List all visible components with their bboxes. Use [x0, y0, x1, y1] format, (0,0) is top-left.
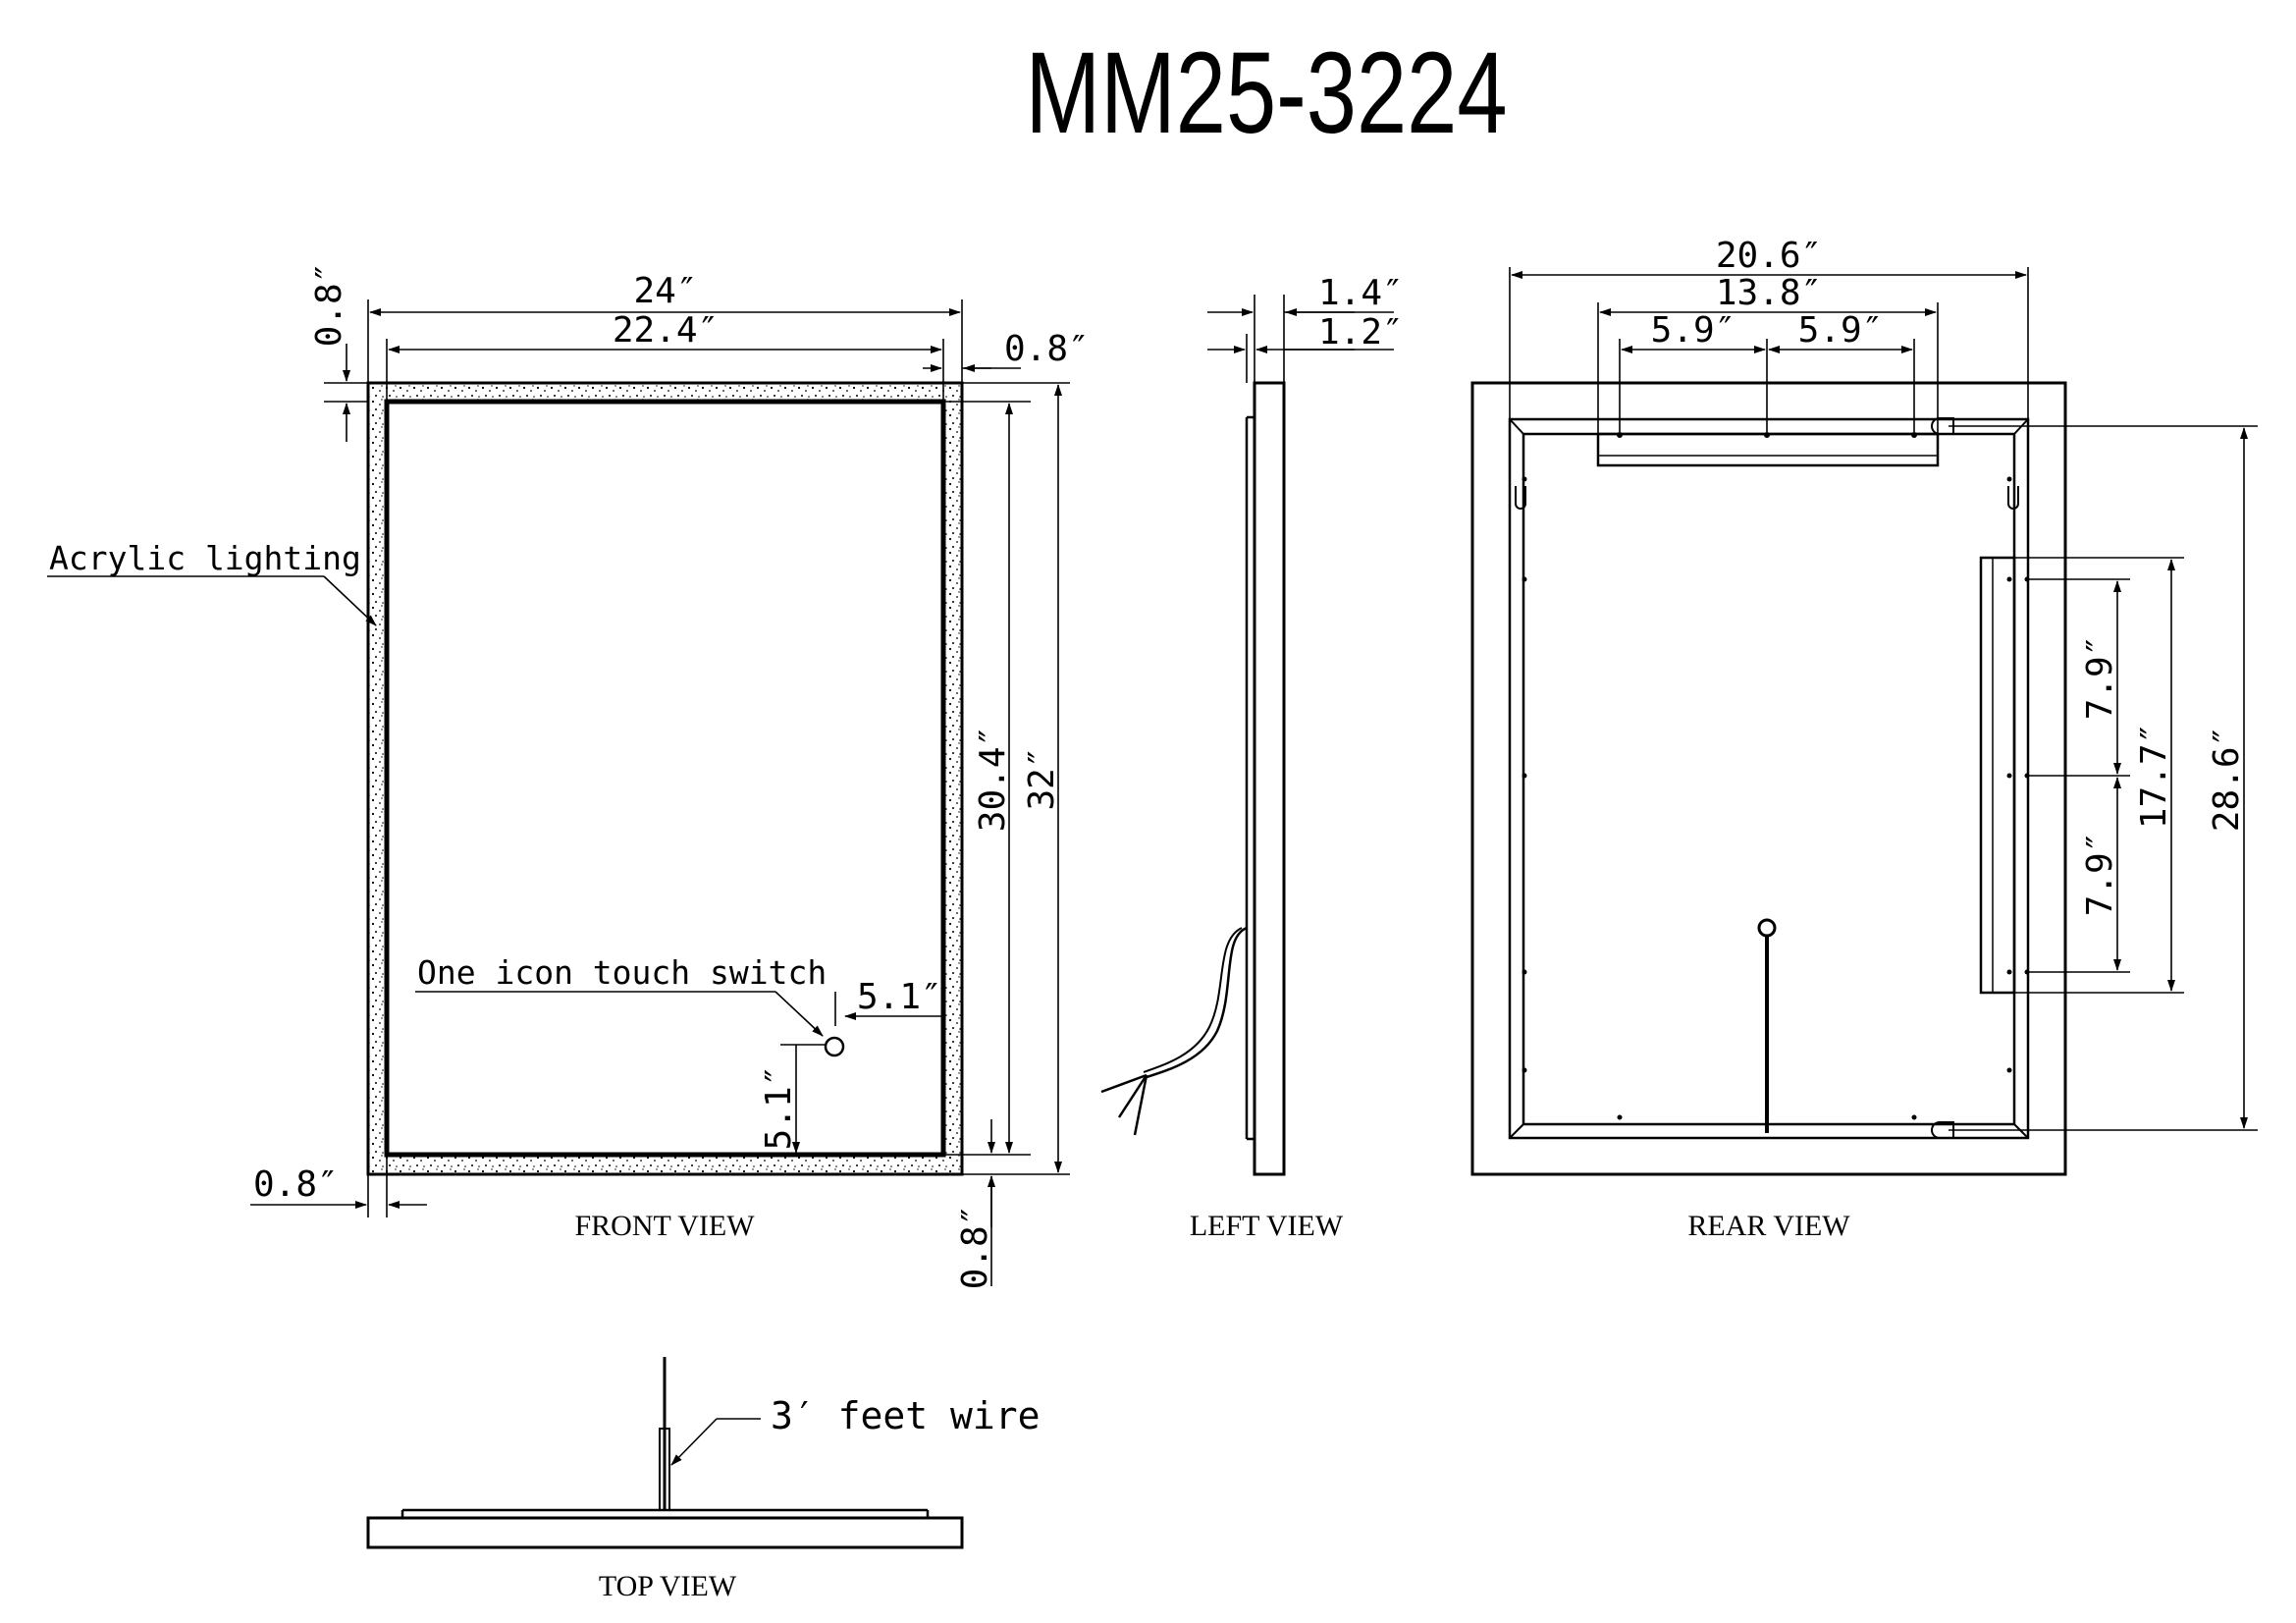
mirror-glass	[384, 399, 946, 1158]
dim-screw-left: 5.9″	[1651, 310, 1736, 351]
dim-driver-upper: 7.9″	[2080, 635, 2120, 721]
label-wire: 3′ feet wire	[771, 1394, 1041, 1437]
caption-front-view: FRONT VIEW	[574, 1210, 755, 1242]
dim-depth-inner: 1.2″	[1318, 312, 1404, 352]
dim-height-inner: 30.4″	[973, 726, 1013, 832]
hanger-hook-icon	[1931, 417, 1954, 435]
hanger-hook-icon	[1931, 1121, 1954, 1139]
rear-view	[1470, 267, 2258, 1176]
rear-frame-outer	[1508, 417, 2030, 1140]
dim-border-left: 0.8″	[253, 1164, 339, 1205]
caption-left-view: LEFT VIEW	[1190, 1210, 1344, 1242]
dim-border-right: 0.8″	[1004, 329, 1090, 369]
rear-outer-panel	[1470, 381, 2067, 1176]
dim-switch-from-bottom: 5.1″	[759, 1065, 799, 1151]
dim-width-outer: 24″	[633, 271, 697, 311]
label-acrylic-lighting: Acrylic lighting	[49, 539, 361, 577]
dim-driver-length: 17.7″	[2134, 723, 2174, 829]
rear-switch-icon	[1757, 918, 1777, 938]
mounting-bracket	[1596, 432, 1940, 467]
dim-width-inner: 22.4″	[613, 310, 719, 351]
led-driver-box	[1979, 556, 2016, 995]
acrylic-border	[368, 383, 962, 1174]
front-view	[47, 299, 1070, 1286]
drawing-title: MM25-3224	[1025, 28, 1507, 158]
touch-switch-icon	[824, 1036, 845, 1057]
mirror-outer-edge	[366, 381, 964, 1176]
left-view	[1100, 295, 1394, 1176]
caption-top-view: TOP VIEW	[599, 1570, 737, 1602]
power-cable	[1143, 926, 1248, 1080]
dim-bracket-span: 13.8″	[1716, 273, 1822, 313]
dim-border-top: 0.8″	[309, 262, 349, 348]
dim-screw-right: 5.9″	[1798, 310, 1884, 351]
top-view-body	[366, 1516, 964, 1549]
dim-driver-lower: 7.9″	[2080, 832, 2120, 917]
dim-switch-from-right: 5.1″	[857, 977, 942, 1017]
label-touch-switch: One icon touch switch	[417, 953, 827, 992]
dim-hanger-span: 28.6″	[2207, 726, 2247, 832]
left-view-body	[1253, 381, 1286, 1176]
caption-rear-view: REAR VIEW	[1687, 1210, 1850, 1242]
dim-height-outer: 32″	[1022, 746, 1062, 810]
dim-frame-width: 20.6″	[1716, 236, 1822, 276]
top-view	[366, 1357, 964, 1549]
dim-border-bottom: 0.8″	[955, 1205, 995, 1290]
dim-depth-outer: 1.4″	[1318, 273, 1404, 313]
